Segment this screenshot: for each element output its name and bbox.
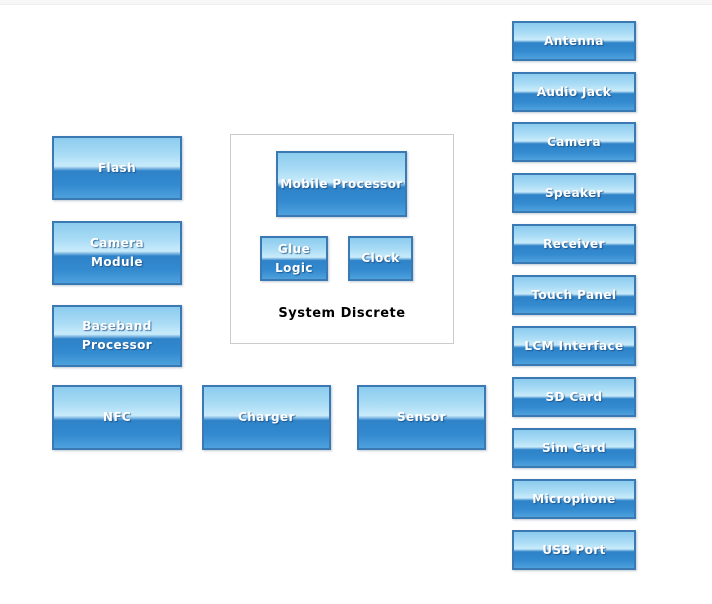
component-label: Sensor	[396, 410, 447, 424]
component-label: Receiver	[543, 236, 605, 251]
component-box-charger[interactable]: Charger	[202, 385, 331, 450]
component-box-nfc[interactable]: NFC	[52, 385, 182, 450]
system-discrete-group: Mobile Processor Glue Logic Clock System…	[230, 134, 454, 344]
component-label: SD Card	[545, 389, 603, 404]
component-label: NFC	[102, 410, 132, 424]
component-box-baseband-processor[interactable]: Baseband Processor	[52, 305, 182, 367]
component-box-glue-logic[interactable]: Glue Logic	[260, 236, 328, 281]
component-label: Camera Module	[90, 236, 144, 269]
top-edge-strip	[0, 0, 712, 5]
component-label: Touch Panel	[531, 287, 617, 302]
component-box-camera-module[interactable]: Camera Module	[52, 221, 182, 285]
component-label: Baseband Processor	[81, 319, 153, 352]
component-label: Antenna	[544, 33, 604, 48]
component-label: Mobile Processor	[280, 176, 403, 191]
component-box-clock[interactable]: Clock	[348, 236, 413, 281]
component-box-usb-port[interactable]: USB Port	[512, 530, 636, 570]
component-box-receiver[interactable]: Receiver	[512, 224, 636, 264]
component-box-sd-card[interactable]: SD Card	[512, 377, 636, 417]
system-discrete-label: System Discrete	[278, 306, 406, 321]
component-box-speaker[interactable]: Speaker	[512, 173, 636, 213]
component-box-touch-panel[interactable]: Touch Panel	[512, 275, 636, 315]
component-label: Speaker	[545, 185, 603, 200]
component-label: Glue Logic	[275, 241, 313, 275]
component-box-sensor[interactable]: Sensor	[357, 385, 486, 450]
component-box-mobile-processor[interactable]: Mobile Processor	[276, 151, 407, 217]
component-label: Charger	[238, 410, 295, 424]
component-label: Flash	[97, 160, 137, 175]
component-label: Microphone	[532, 491, 616, 506]
component-box-microphone[interactable]: Microphone	[512, 479, 636, 519]
component-label: Camera	[547, 134, 601, 149]
component-box-camera[interactable]: Camera	[512, 122, 636, 162]
component-box-flash[interactable]: Flash	[52, 136, 182, 200]
component-box-lcm-interface[interactable]: LCM Interface	[512, 326, 636, 366]
component-label: USB Port	[542, 542, 606, 557]
component-label: Sim Card	[541, 440, 607, 455]
component-label: Clock	[361, 251, 400, 265]
component-label: LCM Interface	[524, 338, 624, 353]
component-box-sim-card[interactable]: Sim Card	[512, 428, 636, 468]
component-label: Audio Jack	[536, 84, 612, 99]
component-box-audio-jack[interactable]: Audio Jack	[512, 72, 636, 112]
component-box-antenna[interactable]: Antenna	[512, 21, 636, 61]
